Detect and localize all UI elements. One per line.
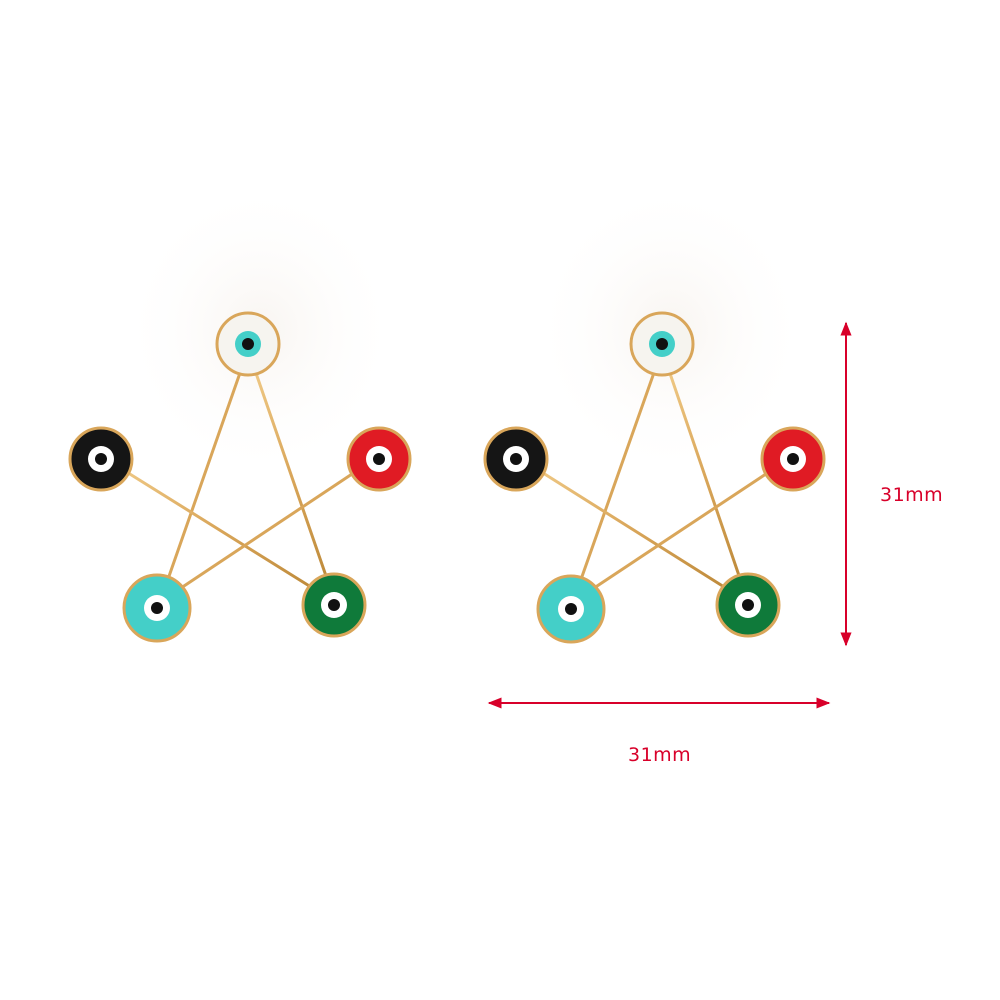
eye-bead-top: [629, 311, 695, 377]
width-dimension-label: 31mm: [628, 744, 692, 766]
gold-star-frame: [99, 348, 381, 604]
eye-bead-right: [760, 426, 826, 492]
eye-bead-top: [215, 311, 281, 377]
eye-bead-right: [346, 426, 412, 492]
eye-bead-left: [483, 426, 549, 492]
eye-bead-bottom-left: [536, 574, 606, 644]
eye-bead-bottom-right: [715, 572, 781, 638]
gold-star-frame: [514, 348, 795, 604]
eye-bead-bottom-left: [122, 573, 192, 643]
eye-bead-left: [68, 426, 134, 492]
earring-right: [483, 311, 826, 644]
height-dimension-label: 31mm: [880, 484, 944, 506]
eye-bead-bottom-right: [301, 572, 367, 638]
earring-left: [68, 311, 412, 643]
